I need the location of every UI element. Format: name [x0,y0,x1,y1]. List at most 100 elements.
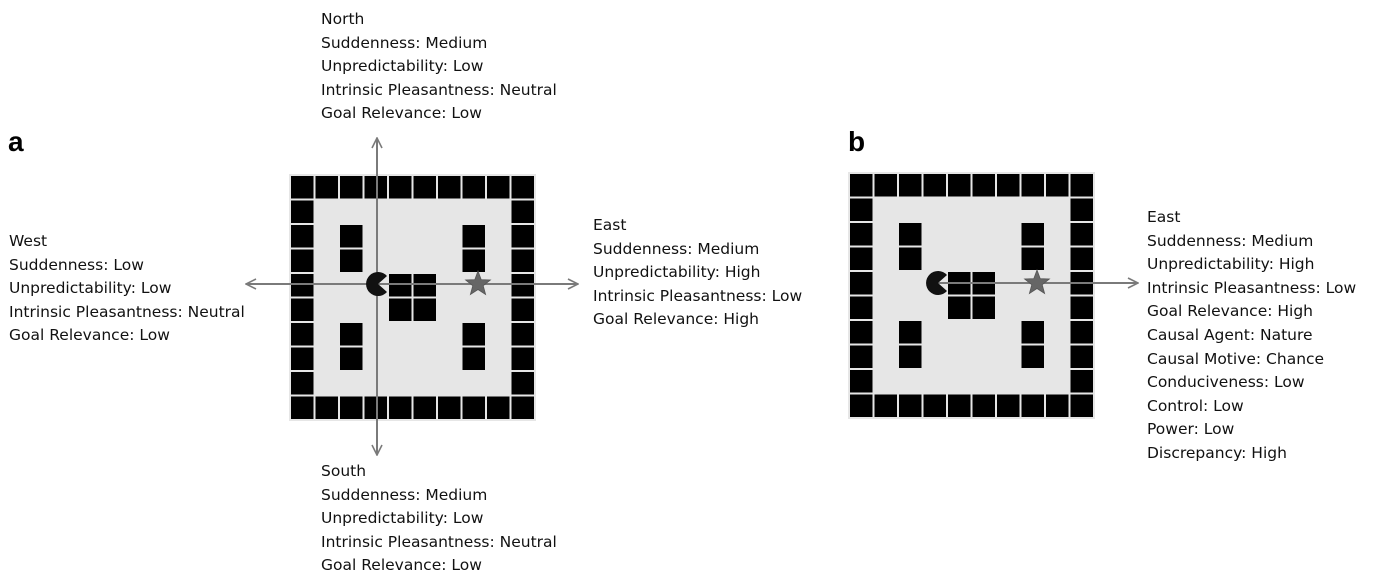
grid-floor [848,172,1095,419]
wall-block [364,176,387,199]
wall-block [487,176,510,199]
wall-block [438,396,461,419]
wall-block [389,274,412,297]
wall-block [1070,223,1093,246]
wall-block [1021,394,1044,417]
wall-block [997,394,1020,417]
wall-block [511,323,534,346]
wall-block [511,225,534,248]
star-icon [464,269,492,296]
north-line: Unpredictability: Low [321,57,484,76]
east-heading: East [1147,208,1181,226]
wall-block [1046,394,1069,417]
wall-block [291,396,314,419]
grid-world-b [848,172,1095,419]
east-line: Discrepancy: High [1147,443,1287,462]
wall-block [291,249,314,272]
wall-block [899,321,922,344]
pacman-icon [926,271,947,296]
wall-block [511,396,534,419]
east-heading: East [593,216,627,234]
wall-block [438,176,461,199]
wall-block [948,174,971,197]
wall-block [291,176,314,199]
wall-block [899,247,922,270]
wall-block [462,249,485,272]
wall-block [1021,223,1044,246]
wall-block [1070,345,1093,368]
wall-block [874,394,897,417]
east-annotation-b: East Suddenness: Medium Unpredictability… [1147,206,1356,466]
east-line: Suddenness: Medium [593,239,760,258]
east-line: Causal Agent: Nature [1147,325,1313,344]
wall-block [413,298,436,321]
west-line: Intrinsic Pleasantness: Neutral [9,302,245,321]
east-line: Intrinsic Pleasantness: Low [593,286,803,305]
wall-block [340,225,363,248]
wall-block [850,247,873,270]
west-heading: West [9,232,48,250]
wall-block [340,323,363,346]
wall-block [511,274,534,297]
wall-block [874,174,897,197]
wall-block [511,200,534,223]
west-annotation: West Suddenness: Low Unpredictability: L… [9,230,245,348]
wall-block [972,394,995,417]
wall-block [511,298,534,321]
wall-block [1070,321,1093,344]
wall-block [923,394,946,417]
wall-block [291,347,314,370]
north-line: Suddenness: Medium [321,33,488,52]
wall-block [1070,198,1093,221]
wall-block [389,176,412,199]
east-line: Control: Low [1147,396,1244,415]
wall-block [511,372,534,395]
star-icon [1023,268,1051,295]
east-line: Conduciveness: Low [1147,373,1305,392]
south-heading: South [321,462,367,480]
south-line: Goal Relevance: Low [321,556,482,575]
wall-block [1070,394,1093,417]
wall-block [291,323,314,346]
south-line: Suddenness: Medium [321,485,488,504]
west-line: Goal Relevance: Low [9,326,170,345]
wall-block [291,372,314,395]
east-line: Causal Motive: Chance [1147,349,1325,368]
east-line: Goal Relevance: High [593,310,760,329]
wall-block [850,345,873,368]
wall-block [340,249,363,272]
wall-block [1070,296,1093,319]
east-line: Intrinsic Pleasantness: Low [1147,278,1357,297]
wall-block [850,198,873,221]
wall-block [899,174,922,197]
east-annotation-a: East Suddenness: Medium Unpredictability… [593,214,802,332]
wall-block [972,296,995,319]
wall-block [413,176,436,199]
wall-block [1021,247,1044,270]
wall-block [315,176,338,199]
wall-block [291,298,314,321]
wall-block [972,174,995,197]
wall-block [462,347,485,370]
wall-block [364,396,387,419]
east-line: Unpredictability: High [1147,255,1315,274]
wall-block [899,394,922,417]
pacman-icon [366,272,387,296]
wall-block [511,249,534,272]
wall-block [511,176,534,199]
wall-block [948,296,971,319]
north-annotation: North Suddenness: Medium Unpredictabilit… [321,8,557,126]
wall-block [340,347,363,370]
wall-block [462,225,485,248]
south-annotation: South Suddenness: Medium Unpredictabilit… [321,460,557,578]
wall-block [850,370,873,393]
wall-block [413,274,436,297]
west-line: Suddenness: Low [9,255,144,274]
wall-block [487,396,510,419]
wall-block [850,321,873,344]
wall-block [511,347,534,370]
wall-block [850,174,873,197]
wall-block [1046,174,1069,197]
wall-block [389,396,412,419]
